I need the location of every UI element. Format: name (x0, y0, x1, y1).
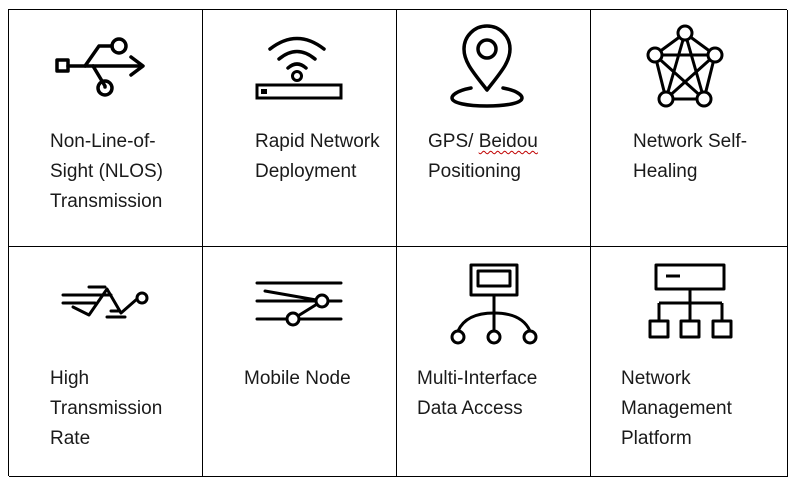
feature-label-rate: High Transmission Rate (50, 368, 163, 449)
feature-label-mobile: Mobile Node (244, 368, 351, 389)
usb-icon (55, 37, 145, 97)
feature-label-multi: Multi-Interface Data Access (417, 368, 538, 419)
feature-cell-multi: Multi-Interface Data Access (397, 247, 591, 477)
feature-cell-rate: High Transmission Rate (9, 247, 203, 477)
feature-label-healing: Network Self- Healing (633, 131, 748, 182)
feature-cell-healing: Network Self- Healing (591, 10, 788, 247)
feature-cell-nms: Network Management Platform (591, 247, 788, 477)
feature-label-nms: Network Management Platform (621, 368, 732, 449)
feature-label-nlos: Non-Line-of- Sight (NLOS) Transmission (50, 131, 163, 212)
signal-wave-icon (61, 285, 149, 319)
feature-cell-mobile: Mobile Node (203, 247, 397, 477)
feature-label-rapid: Rapid Network Deployment (255, 131, 380, 182)
gps-label-suffix: Positioning (428, 161, 521, 182)
mobile-node-icon (255, 281, 343, 327)
feature-cell-rapid: Rapid Network Deployment (203, 10, 397, 247)
gps-label-beidou: Beidou (478, 131, 538, 152)
feature-grid: Non-Line-of- Sight (NLOS) Transmission R… (8, 9, 788, 477)
hierarchy-icon (648, 263, 733, 339)
feature-cell-nlos: Non-Line-of- Sight (NLOS) Transmission (9, 10, 203, 247)
wifi-router-icon (255, 36, 343, 100)
gps-label-prefix: GPS/ (428, 131, 479, 152)
network-star-icon (646, 24, 724, 108)
feature-label-gps: GPS/ Beidou Positioning (428, 127, 538, 187)
feature-cell-gps: GPS/ Beidou Positioning (397, 10, 591, 247)
multi-interface-icon (450, 263, 538, 345)
location-pin-icon (450, 24, 524, 108)
